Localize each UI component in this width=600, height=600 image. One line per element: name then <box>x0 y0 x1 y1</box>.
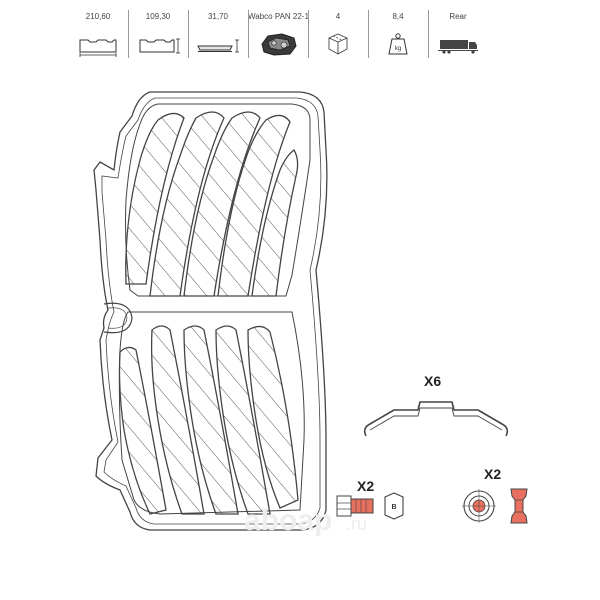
backing-plate-inner-outline <box>101 97 322 525</box>
weight-unit-label: kg <box>395 46 401 52</box>
watermark: aboap .ru <box>244 504 367 537</box>
spec-system: Wabco PAN 22-1 <box>248 8 309 60</box>
truck-icon <box>438 40 478 54</box>
pad-width-icon <box>79 39 117 57</box>
upper-friction-segments <box>125 111 299 297</box>
spring-quantity: X6 <box>424 373 441 389</box>
friction-segment-lower-5 <box>247 325 299 509</box>
spec-weight: 8,4 kg <box>368 8 428 60</box>
watermark-suffix: .ru <box>346 514 367 534</box>
friction-segment-upper-5 <box>251 149 299 297</box>
spec-axle-value: Rear <box>449 12 467 21</box>
bolt <box>336 495 374 517</box>
bushing-front <box>462 489 496 523</box>
bushing-side <box>510 488 528 524</box>
bolt-head-hex: B <box>384 492 404 520</box>
friction-segment-lower-4 <box>215 325 271 515</box>
center-notch-inner <box>107 307 128 329</box>
spec-thickness: 31,70 <box>188 8 248 60</box>
bolt-head-mark: B <box>391 504 396 511</box>
friction-segment-lower-1 <box>118 346 167 515</box>
spec-strip: 210,60 109,30 31,70 Wabco PAN 22-1 <box>68 8 488 60</box>
friction-segment-upper-2 <box>149 111 225 297</box>
weight-kg-icon: kg <box>388 33 408 55</box>
bolt-quantity: X2 <box>357 478 374 494</box>
friction-segment-lower-2 <box>150 325 205 515</box>
friction-segment-lower-3 <box>183 325 239 515</box>
anti-rattle-spring <box>363 401 509 437</box>
spec-height-value: 109,30 <box>145 12 171 21</box>
brake-caliper-icon <box>261 33 297 56</box>
bushing-quantity: X2 <box>484 466 501 482</box>
backing-plate-outline <box>93 91 328 531</box>
friction-segment-upper-4 <box>217 114 291 297</box>
spec-thickness-value: 31,70 <box>207 12 229 21</box>
spec-axle: Rear <box>428 8 488 60</box>
spec-width: 210,60 <box>68 8 128 60</box>
spec-quantity-value: 4 <box>335 12 341 21</box>
pad-thickness-icon <box>197 39 239 53</box>
center-notch <box>103 302 133 334</box>
box-icon <box>328 33 348 55</box>
friction-segment-upper-1 <box>125 112 185 285</box>
spec-weight-value: 8,4 <box>392 12 404 21</box>
friction-outline-lower <box>118 311 305 515</box>
friction-segment-upper-3 <box>183 111 261 297</box>
watermark-text: aboap <box>244 504 332 537</box>
pad-height-icon <box>139 38 180 54</box>
spec-system-value: Wabco PAN 22-1 <box>248 12 309 21</box>
spec-width-value: 210,60 <box>85 12 111 21</box>
spec-height: 109,30 <box>128 8 188 60</box>
lower-friction-segments <box>118 325 299 515</box>
spec-quantity: 4 <box>308 8 368 60</box>
